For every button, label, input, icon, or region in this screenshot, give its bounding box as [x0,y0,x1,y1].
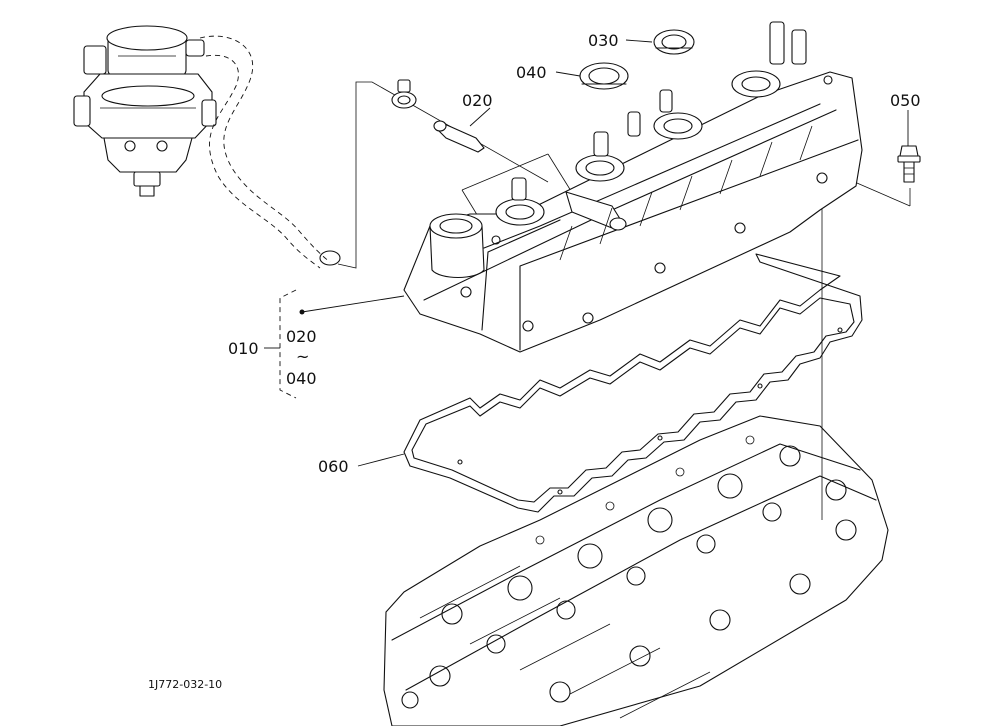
bracket-tilde: ~ [296,347,309,366]
figure-id: 1J772-032-10 [148,678,222,691]
pipe-020-part [433,120,485,153]
bracket-to-label: 040 [286,369,317,388]
kit-bracket [264,289,405,399]
callout-060: 060 [318,457,349,476]
callout-050: 050 [890,91,921,110]
hose-clamp-part [391,79,417,109]
bolt-050-part [897,145,921,183]
seal-030-part [653,29,695,55]
callout-020: 020 [462,91,493,110]
bracket-from-label: 020 [286,327,317,346]
head-cover-gasket-part [403,253,863,513]
cylinder-head-cover-part [403,21,863,353]
callout-040: 040 [516,63,547,82]
callout-010: 010 [228,339,259,358]
seal-040-part [579,62,629,90]
cylinder-head-reference [383,415,889,726]
breather-separator-part [73,25,217,197]
callout-leaders [357,39,909,467]
callout-030: 030 [588,31,619,50]
breather-hose-dashed [199,35,341,269]
